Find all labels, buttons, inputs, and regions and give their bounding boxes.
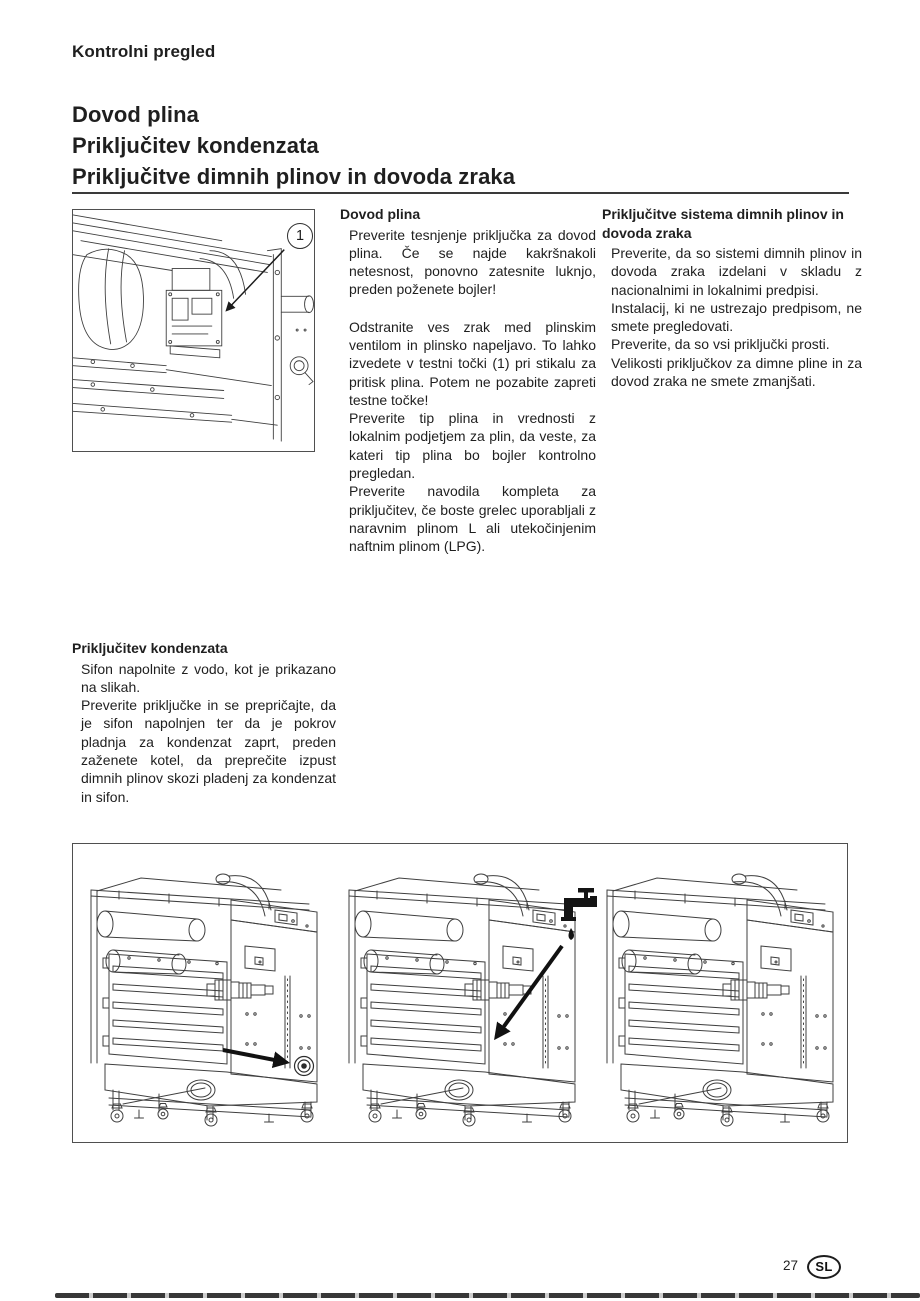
plug-icon <box>293 1055 315 1077</box>
page-number: 27 <box>782 1258 798 1273</box>
document-header: Kontrolni pregled <box>72 42 216 61</box>
gas-paragraph: Preverite tesnjenje priključka za dovod … <box>349 226 596 298</box>
flue-paragraph: Preverite, da so sistemi dimnih plinov i… <box>611 245 862 298</box>
gas-paragraph: Preverite navodila kompleta za priključi… <box>349 483 596 555</box>
flue-paragraph: Preverite, da so vsi priključki prosti. <box>611 336 830 353</box>
gas-paragraph: Odstranite ves zrak med plinskim ventilo… <box>349 318 596 408</box>
section-condensate-heading: Priključitev kondenzata <box>72 640 228 656</box>
condensate-paragraph: Sifon napolnite z vodo, kot je prikazano… <box>81 660 336 695</box>
callout-1: 1 <box>287 223 313 249</box>
figure-siphon-filling <box>72 843 848 1143</box>
faucet-icon <box>561 888 597 921</box>
water-drop-icon <box>568 928 574 940</box>
condensate-paragraph: Preverite priključke in se prepričajte, … <box>81 697 336 805</box>
flue-paragraph: Velikosti priključkov za dimne pline in … <box>611 354 862 390</box>
flue-paragraph: Instalacij, ki ne ustrezajo predpisom, n… <box>611 299 862 335</box>
scan-artifact-bar <box>55 1293 920 1298</box>
section-condensate: Priključitev kondenzata Sifon napolnite … <box>72 639 336 806</box>
plug-arrow <box>222 1048 290 1069</box>
section-gas-heading: Dovod plina <box>340 206 421 222</box>
figure-gas-valve: 1 <box>72 209 315 452</box>
gas-valve-drawing <box>73 214 314 442</box>
gas-paragraph: Preverite tip plina in vrednosti z lokal… <box>349 410 596 482</box>
water-arrow <box>494 944 564 1041</box>
page-title-line-1: Dovod plina <box>72 102 199 127</box>
siphon-filling-drawing <box>90 873 834 1127</box>
title-divider <box>72 192 849 194</box>
page-title-line-2: Priključitev kondenzata <box>72 133 319 158</box>
section-gas-supply: Dovod plina Preverite tesnjenje priključ… <box>340 205 596 556</box>
callout-arrow <box>225 249 285 312</box>
language-badge: SL <box>807 1255 841 1279</box>
boiler-drawing-left <box>90 873 318 1127</box>
section-flue-heading: Priključitve sistema dimnih plinov in do… <box>602 206 844 241</box>
boiler-drawing-right <box>606 873 834 1127</box>
boiler-drawing-middle <box>348 873 576 1127</box>
page-title-line-3: Priključitve dimnih plinov in dovoda zra… <box>72 164 516 189</box>
page-title: Dovod plina Priključitev kondenzata Prik… <box>72 99 515 192</box>
section-flue-air: Priključitve sistema dimnih plinov in do… <box>602 205 862 390</box>
